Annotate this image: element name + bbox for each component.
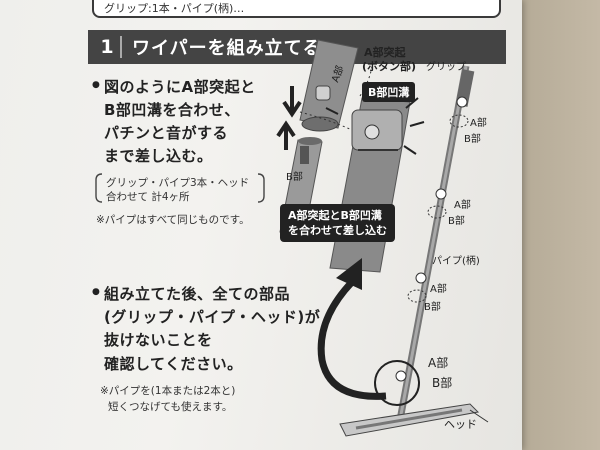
b-groove-label: B部凹溝 xyxy=(362,82,416,102)
click-sound-lines xyxy=(325,97,425,155)
head-label: ヘッド xyxy=(444,418,477,431)
pole-b-label-4: B部 xyxy=(432,376,453,390)
instruction-sheet: グリップ:1本・パイプ(柄)… 1 ワイパーを組み立てる 図のようにA部突起と … xyxy=(0,0,522,450)
section-title: ワイパーを組み立てる xyxy=(132,38,322,59)
arrow-up-icon xyxy=(276,120,296,150)
pole-b-label-2: B部 xyxy=(448,216,465,227)
pipe-note: ※パイプはすべて同じものです。 xyxy=(96,214,250,226)
step1-line-1: 図のようにA部突起と xyxy=(92,76,256,97)
step1-note-line-1: グリップ・パイプ3本・ヘッド xyxy=(106,177,250,189)
step2-note-line-2: 短くつなげても使えます。 xyxy=(108,401,233,413)
callout-box: A部突起とB部凹溝 を合わせて差し込む xyxy=(280,204,395,242)
pole-b-label-3: B部 xyxy=(424,302,441,313)
a-button-label: (ボタン部) xyxy=(362,60,417,73)
step2-line-2: (グリップ・パイプ・ヘッド)が xyxy=(104,308,321,326)
step2-line-3: 抜けないことを xyxy=(104,331,213,349)
full-wiper-pole xyxy=(339,65,489,437)
curved-arrow-head-icon xyxy=(336,258,362,290)
step1-line-3: パチンと音がする xyxy=(104,124,229,142)
grip-label: グリップ xyxy=(426,62,466,73)
pole-a-label-1: A部 xyxy=(470,118,487,129)
b-part-small-label: B部 xyxy=(286,172,303,183)
section-number: 1 xyxy=(94,36,122,58)
joined-pipe xyxy=(329,97,411,273)
pole-a-label-4: A部 xyxy=(428,356,449,370)
section-header: 1 ワイパーを組み立てる xyxy=(88,30,506,64)
step2-line-1: 組み立てた後、全ての部品 xyxy=(92,283,290,304)
a-protrusion-label: A部突起 xyxy=(364,46,406,59)
pole-b-label-1: B部 xyxy=(464,134,481,145)
arrow-down-icon xyxy=(282,86,302,118)
pipe-label: パイプ(柄) xyxy=(432,256,480,267)
parts-list-box: グリップ:1本・パイプ(柄)… xyxy=(92,0,501,18)
step2-line-4: 確認してください。 xyxy=(104,355,243,373)
callout-line-2: を合わせて差し込む xyxy=(288,224,387,237)
step2-note-line-1: ※パイプを(1本または2本と) xyxy=(100,385,236,397)
step1-line-2: B部凹溝を合わせ、 xyxy=(104,101,240,119)
pole-a-label-3: A部 xyxy=(430,284,447,295)
parts-list-text: グリップ:1本・パイプ(柄)… xyxy=(104,2,245,15)
pole-a-label-2: A部 xyxy=(454,200,471,211)
step1-line-4: まで差し込む。 xyxy=(104,147,213,165)
callout-line-1: A部突起とB部凹溝 xyxy=(288,209,382,222)
pipe-a-piece xyxy=(299,39,359,132)
table-surface xyxy=(510,0,600,450)
step1-note-line-2: 合わせて 計4ヶ所 xyxy=(106,191,190,203)
